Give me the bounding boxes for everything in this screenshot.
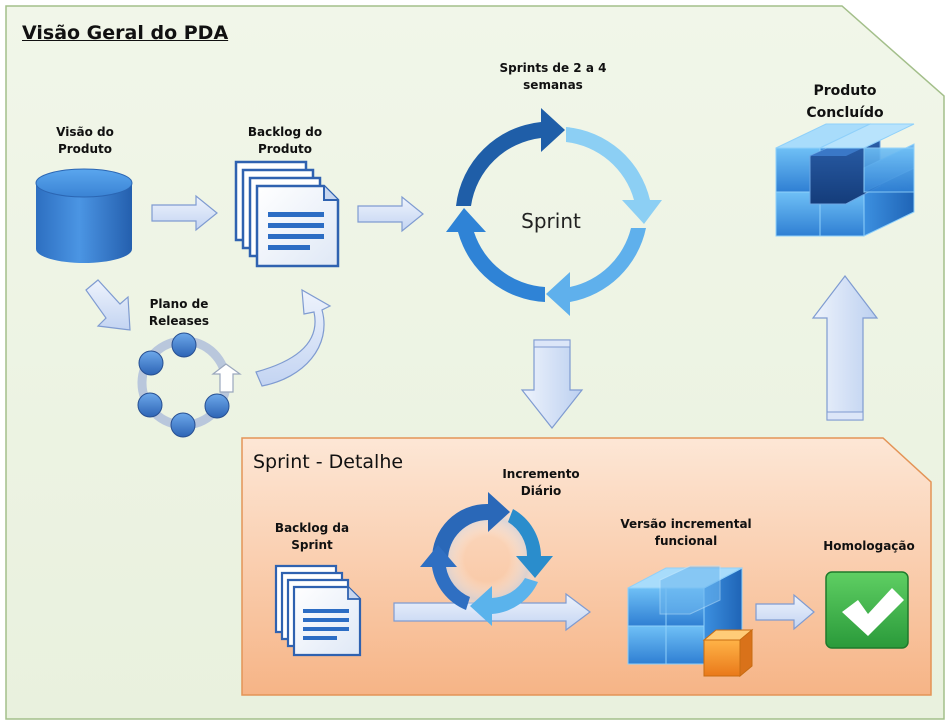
label-sprint-duration: Sprints de 2 a 4 semanas <box>499 61 607 92</box>
finished-product-cubes-icon <box>775 123 915 237</box>
label-incremental-version: Versão incremental funcional <box>620 517 752 548</box>
label-daily-increment: Incremento Diário <box>502 467 580 498</box>
arrow-vision-to-backlog <box>151 194 218 232</box>
sprint-cycle-icon <box>446 108 662 316</box>
arrow-sprint-to-detail <box>520 339 584 429</box>
label-sprint-backlog: Backlog da Sprint <box>274 521 350 552</box>
label-product-backlog: Backlog do Produto <box>247 125 323 156</box>
product-backlog-docs-icon <box>234 160 340 268</box>
product-vision-cylinder-icon <box>35 168 133 263</box>
arrow-detail-to-product <box>811 275 879 421</box>
arrow-backlog-to-sprint <box>357 195 424 233</box>
detail-panel-title: Sprint - Detalhe <box>253 451 404 473</box>
arrow-releases-to-backlog <box>255 288 332 387</box>
label-product-vision: Visão do Produto <box>56 125 114 156</box>
arrow-version-to-homologation <box>755 593 815 631</box>
label-release-plan: Plano de Releases <box>148 297 210 328</box>
label-homologation: Homologação <box>823 539 915 553</box>
detail-panel <box>241 437 932 696</box>
sprint-center-label: Sprint <box>521 209 581 233</box>
sprint-backlog-docs-icon <box>274 564 362 657</box>
incremental-orange-cube-icon <box>702 628 754 678</box>
arrow-vision-to-releases <box>85 279 131 331</box>
homologation-check-icon <box>825 571 909 649</box>
diagram-title: Visão Geral do PDA <box>22 22 229 44</box>
daily-increment-cycle-icon <box>420 492 553 626</box>
label-finished-product: Produto Concluído <box>806 83 884 121</box>
release-plan-icon <box>137 332 242 438</box>
